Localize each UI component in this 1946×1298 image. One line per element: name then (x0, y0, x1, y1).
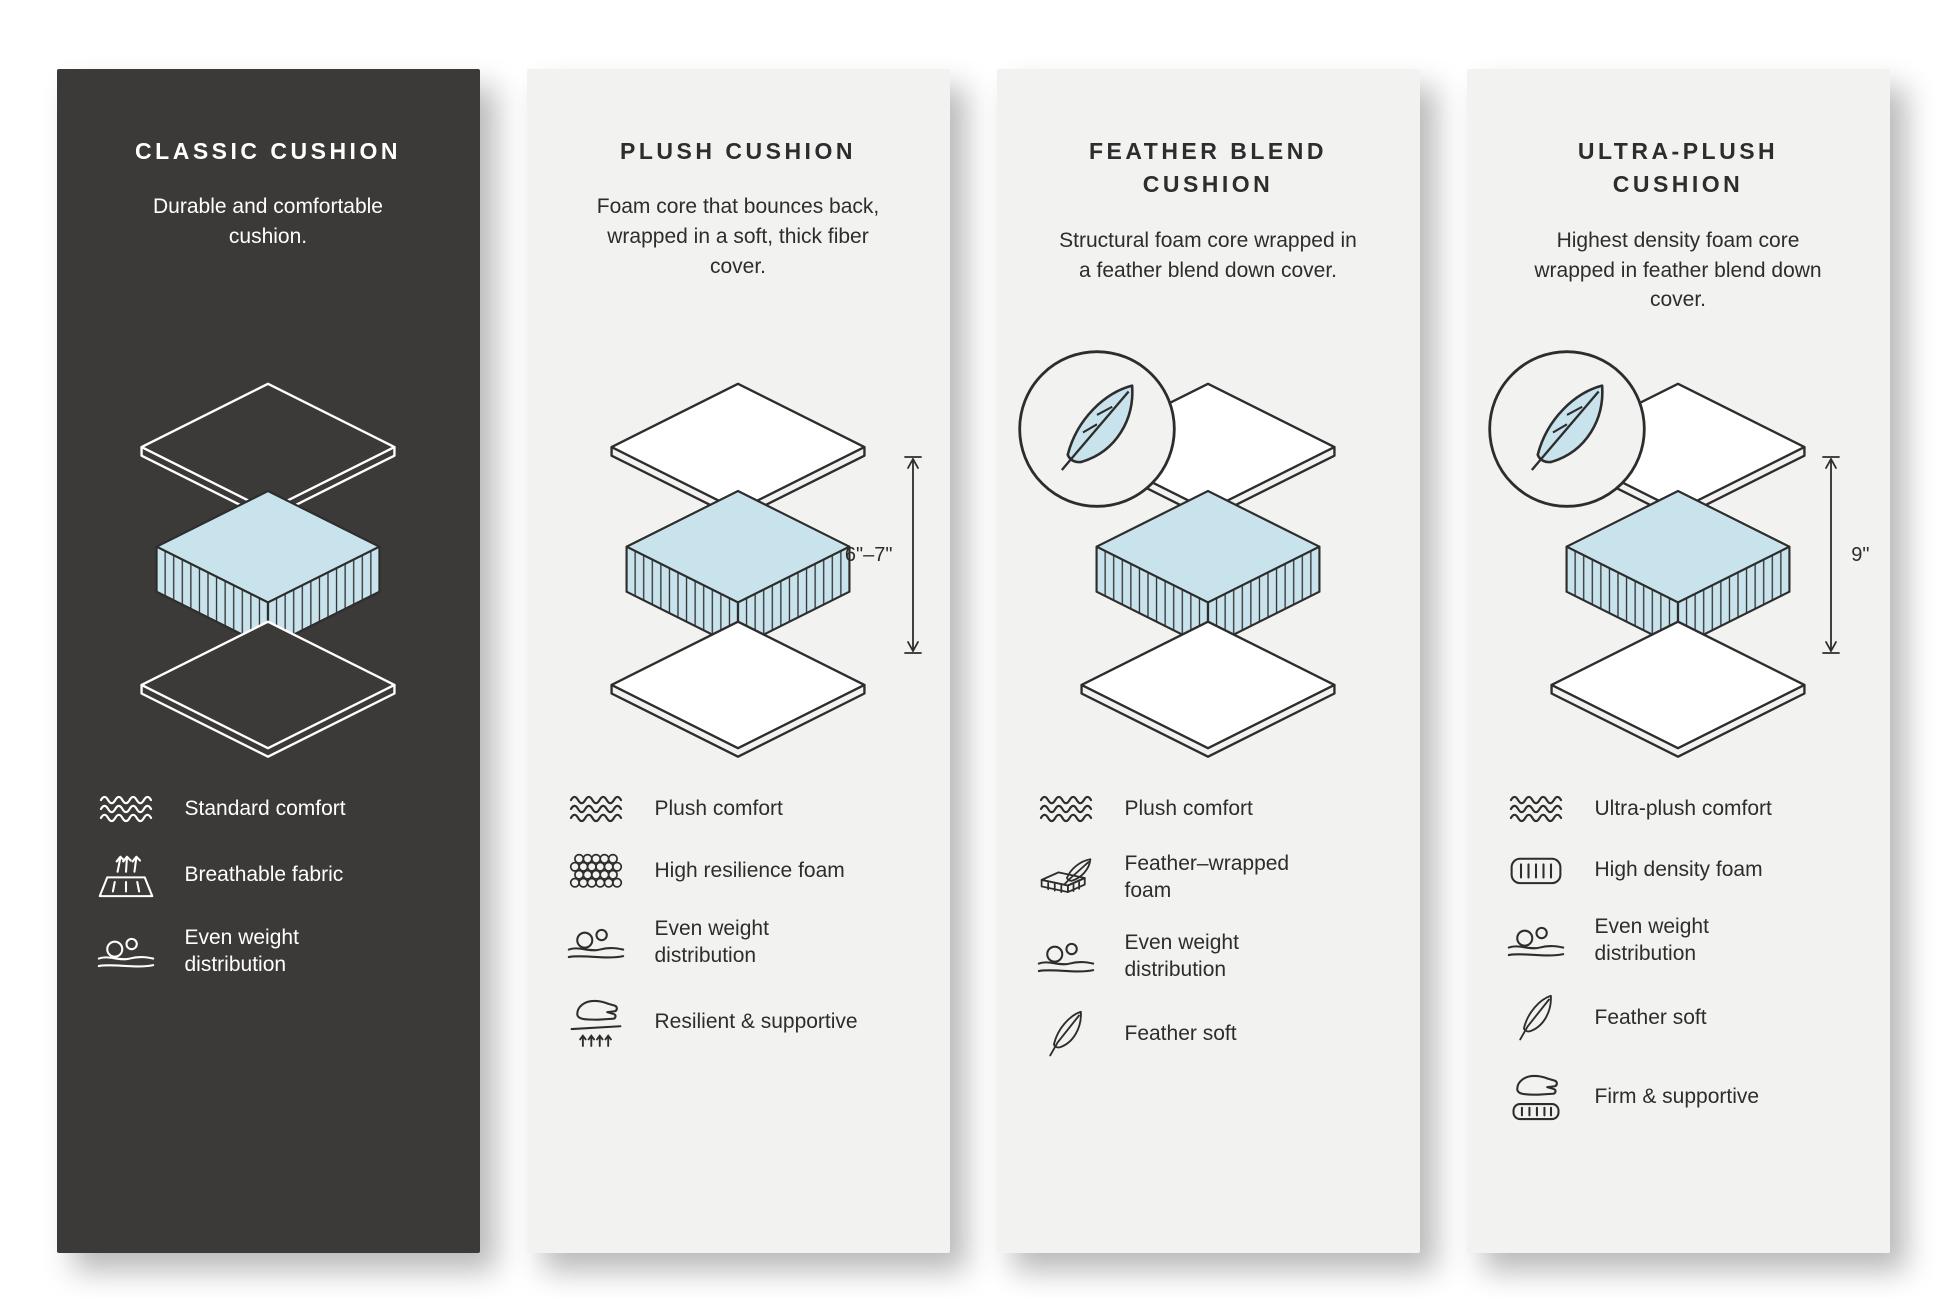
dimension-indicator: 9" (1820, 455, 1870, 655)
cushion-illustration (1033, 343, 1384, 788)
feature-item: Firm & supportive (1503, 1070, 1854, 1125)
feature-label: Even weight distribution (1124, 930, 1239, 981)
dimension-line (902, 455, 924, 655)
feature-label: Even weight distribution (184, 926, 299, 976)
feature-label: Plush comfort (1124, 796, 1253, 820)
waves-icon (563, 792, 629, 826)
feature-item: Breathable fabric (93, 851, 444, 900)
feature-list: Plush comfort Feather–wrapped foam Even … (1033, 792, 1384, 1061)
hand-foam-icon (1503, 1070, 1569, 1125)
feature-item: Standard comfort (93, 792, 444, 826)
panel-title: ULTRA-PLUSH CUSHION (1577, 138, 1779, 198)
feature-list: Ultra-plush comfort High density foam Ev… (1503, 792, 1854, 1125)
feature-item: Feather–wrapped foam (1033, 851, 1384, 905)
feature-item: Feather soft (1033, 1009, 1384, 1061)
feather-icon (1033, 1009, 1099, 1061)
feature-label: Plush comfort (654, 796, 783, 820)
hand-arrows-icon (563, 995, 629, 1050)
feature-label: Feather soft (1124, 1022, 1237, 1046)
waves-icon (1503, 792, 1569, 826)
panel-title: CLASSIC CUSHION (135, 138, 401, 164)
feature-label: High resilience foam (654, 858, 845, 882)
dimension-label: 6"–7" (844, 543, 893, 566)
feather-icon (1503, 993, 1569, 1045)
cushion-layers-diagram (588, 371, 888, 761)
panel-title: FEATHER BLEND CUSHION (1088, 138, 1327, 198)
weight-distribution-icon (563, 924, 629, 962)
feature-label: Breathable fabric (184, 863, 344, 887)
foam-bubbles-icon (563, 851, 629, 891)
panel-header: FEATHER BLEND CUSHION Structural foam co… (1033, 135, 1384, 343)
panel-description: Highest density foam core wrapped in fea… (1534, 228, 1822, 312)
panel-header: ULTRA-PLUSH CUSHION Highest density foam… (1503, 135, 1854, 343)
feature-label: Even weight distribution (654, 917, 769, 967)
panel-header: PLUSH CUSHION Foam core that bounces bac… (563, 135, 914, 343)
feature-item: Ultra-plush comfort (1503, 792, 1854, 826)
feature-item: Plush comfort (563, 792, 914, 826)
cushion-layers-diagram (118, 371, 418, 761)
feather-badge-icon (1485, 347, 1649, 511)
panel-description: Foam core that bounces back, wrapped in … (596, 195, 880, 278)
feature-label: Standard comfort (184, 796, 346, 820)
weight-distribution-icon (1033, 938, 1099, 976)
feature-item: High resilience foam (563, 851, 914, 891)
feature-item: Even weight distribution (1033, 930, 1384, 984)
feature-item: Even weight distribution (93, 925, 444, 979)
weight-distribution-icon (1503, 922, 1569, 960)
feature-item: Resilient & supportive (563, 995, 914, 1050)
dimension-label: 9" (1851, 543, 1870, 566)
feature-label: Feather soft (1594, 1006, 1707, 1030)
feature-label: Resilient & supportive (654, 1009, 858, 1033)
panel-ultra-plush-cushion: ULTRA-PLUSH CUSHION Highest density foam… (1466, 69, 1890, 1253)
cushion-illustration: 9" (1503, 343, 1870, 788)
density-foam-icon (1503, 851, 1569, 889)
waves-icon (1033, 792, 1099, 826)
feature-label: Firm & supportive (1594, 1084, 1760, 1108)
panel-description: Durable and comfortable cushion. (153, 195, 383, 249)
dimension-line (1820, 455, 1842, 655)
feature-list: Plush comfort High resilience foam Even … (563, 792, 914, 1050)
feature-item: Feather soft (1503, 993, 1854, 1045)
comparison-board: CLASSIC CUSHION Durable and comfortable … (56, 69, 1890, 1253)
feature-label: Even weight distribution (1594, 915, 1709, 965)
feature-label: High density foam (1594, 857, 1763, 881)
feature-item: Even weight distribution (1503, 914, 1854, 968)
panel-feather-blend-cushion: FEATHER BLEND CUSHION Structural foam co… (996, 69, 1420, 1253)
cushion-illustration: 6"–7" (563, 343, 914, 788)
cushion-illustration (93, 343, 444, 788)
feature-item: Plush comfort (1033, 792, 1384, 826)
feature-list: Standard comfort Breathable fabric Even … (93, 792, 444, 979)
feature-label: Ultra-plush comfort (1594, 796, 1772, 820)
panel-header: CLASSIC CUSHION Durable and comfortable … (93, 135, 444, 343)
panel-plush-cushion: PLUSH CUSHION Foam core that bounces bac… (526, 69, 950, 1253)
breathable-fabric-icon (93, 851, 159, 900)
feather-foam-icon (1033, 857, 1099, 899)
panel-description: Structural foam core wrapped in a feathe… (1059, 228, 1357, 282)
waves-icon (93, 792, 159, 826)
dimension-indicator: 6"–7" (845, 455, 924, 655)
feature-item: Even weight distribution (563, 916, 914, 970)
feather-badge-icon (1015, 347, 1179, 511)
weight-distribution-icon (93, 933, 159, 971)
feature-label: Feather–wrapped foam (1124, 852, 1290, 902)
feather-badge (1485, 347, 1649, 511)
feather-badge (1015, 347, 1179, 511)
panel-classic-cushion: CLASSIC CUSHION Durable and comfortable … (56, 69, 480, 1253)
panel-title: PLUSH CUSHION (620, 138, 856, 164)
feature-item: High density foam (1503, 851, 1854, 889)
